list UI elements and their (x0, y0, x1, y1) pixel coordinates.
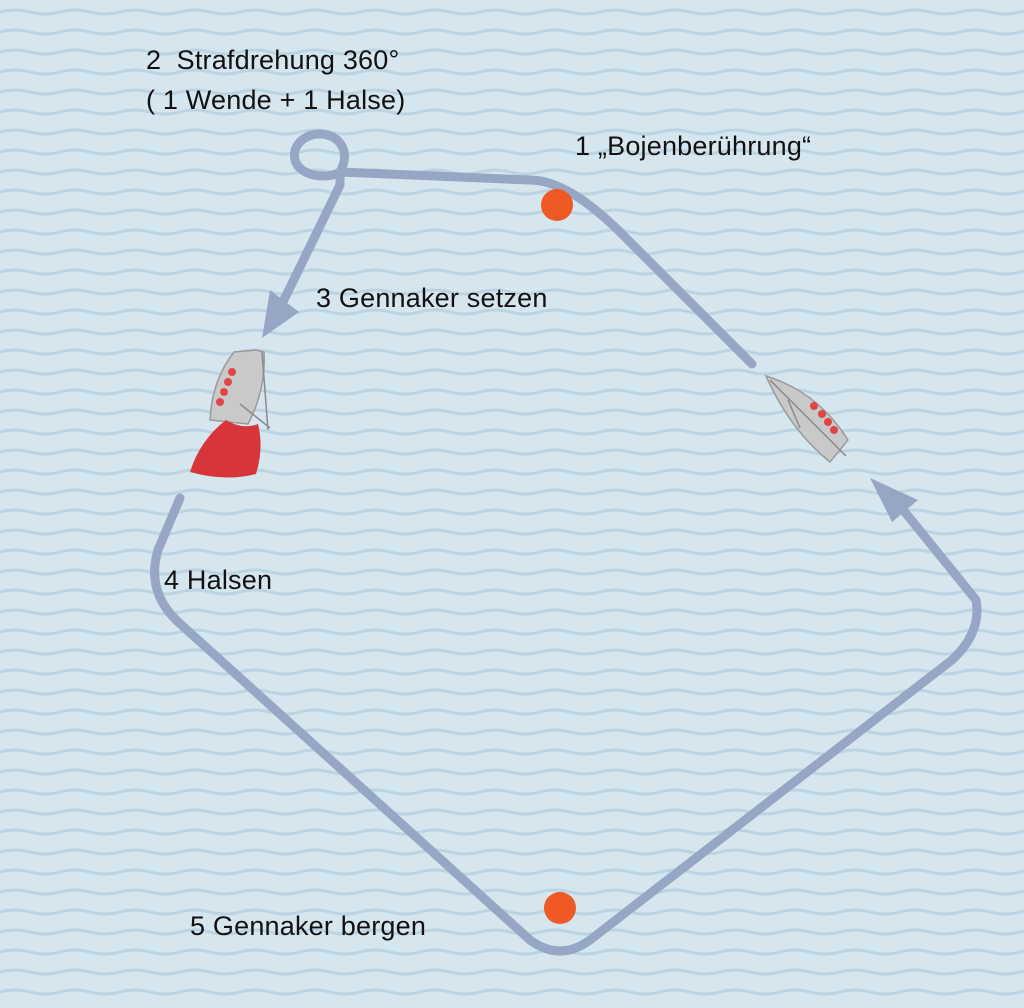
course-line-lower (150, 493, 982, 956)
label-step1: 1 „Bojenberührung“ (575, 131, 812, 161)
arrowhead-to-left-boat (262, 290, 299, 338)
label-step5: 5 Gennaker bergen (190, 911, 427, 941)
label-step2-line1: 2 Strafdrehung 360° (146, 45, 400, 75)
course-line-to-left-boat (275, 167, 345, 313)
label-step4: 4 Halsen (164, 565, 273, 595)
arrowhead-to-right-boat (870, 478, 918, 522)
buoy-bottom (544, 892, 576, 924)
sailboat-right-icon (764, 374, 849, 464)
penalty-loop-line (289, 129, 349, 181)
label-step3: 3 Gennaker setzen (316, 283, 548, 313)
course-line-upper-right (335, 167, 757, 369)
sailboat-left-icon (190, 349, 271, 478)
buoy-top (541, 189, 573, 221)
label-step2-line2: ( 1 Wende + 1 Halse) (146, 85, 406, 115)
